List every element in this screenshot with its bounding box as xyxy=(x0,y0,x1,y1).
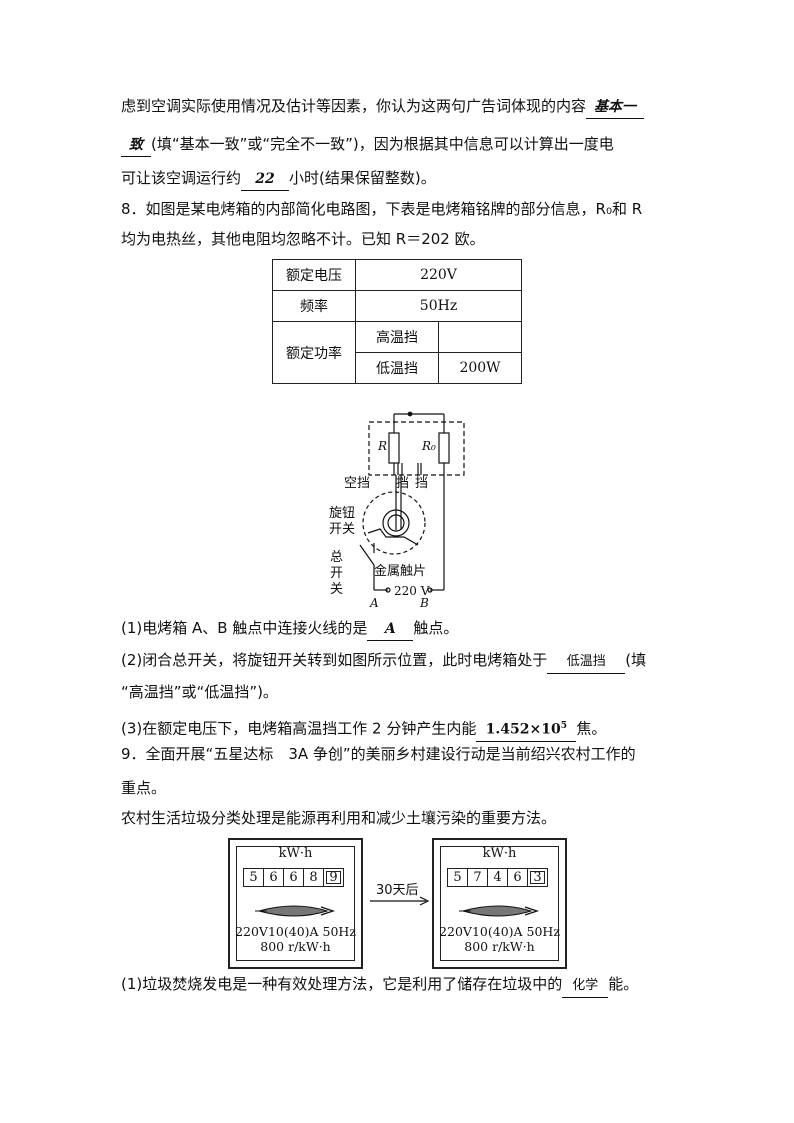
rated-power-label: 额定功率 xyxy=(272,321,356,384)
q8-intro2: 均为电热丝，其他电阻均忽略不计。已知 R＝202 欧。 xyxy=(121,230,485,248)
label-knob-1: 旋钮 xyxy=(329,506,355,521)
q8-sub3-answer-exp: 5 xyxy=(560,721,567,731)
q9-sub1: (1)垃圾焚烧发电是一种有效处理方法，它是利用了储存在垃圾中的化学能。 xyxy=(121,973,638,998)
q9-intro1: 9．全面开展“五星达标 3A 争创”的美丽乡村建设行动是当前绍兴农村工作的 xyxy=(121,745,636,763)
high-gear-label: 高温挡 xyxy=(355,321,439,353)
label-empty-gear: 空挡 xyxy=(344,476,370,491)
q8-sub2-text: (2)闭合总开关，将旋钮开关转到如图所示位置，此时电烤箱处于 xyxy=(121,651,548,669)
meter-after-digit: 7 xyxy=(467,868,488,887)
meter-after-spec2: 800 r/kW·h xyxy=(464,939,535,954)
q8-sub3-text: (3)在额定电压下，电烤箱高温挡工作 2 分钟产生内能 xyxy=(121,719,477,738)
meter-after: kW·h 5 7 4 6 3 220V10(40)A 50Hz 800 r/kW… xyxy=(432,838,567,969)
meter-before-digit: 5 xyxy=(243,868,264,887)
meter-before-spec2: 800 r/kW·h xyxy=(260,939,331,954)
q7-answer2: 22 xyxy=(241,168,290,191)
rated-voltage-value: 220V xyxy=(355,259,522,291)
meter-before: kW·h 5 6 6 8 9 220V10(40)A 50Hz 800 r/kW… xyxy=(228,838,363,969)
label-r: R xyxy=(377,439,387,453)
time-arrow-label: 30天后 xyxy=(376,883,419,898)
label-gear-1: 挡 xyxy=(396,476,409,491)
q9-intro2: 重点。 xyxy=(121,779,167,797)
q8-sub2-answer: 低温挡 xyxy=(547,651,626,674)
q7-line1: 虑到空调实际使用情况及估计等因素，你认为这两句广告词体现的内容基本一 xyxy=(121,95,645,119)
resistor-box-dashed xyxy=(368,421,465,476)
label-voltage: 220 V xyxy=(394,584,430,598)
high-gear-value xyxy=(438,321,522,353)
terminal-b xyxy=(427,587,433,593)
frequency-value: 50Hz xyxy=(355,290,522,322)
arrow-right-icon xyxy=(370,896,430,906)
q7-text4: 小时(结果保留整数)。 xyxy=(289,169,436,187)
meter-after-digit: 5 xyxy=(447,868,468,887)
meter-before-digit: 6 xyxy=(283,868,304,887)
knob-dashed-circle xyxy=(362,491,426,555)
low-gear-label: 低温挡 xyxy=(355,352,439,384)
meter-after-spec1: 220V10(40)A 50Hz xyxy=(439,924,560,939)
q8-sub1-answer: A xyxy=(367,618,414,641)
q9-intro3: 农村生活垃圾分类处理是能源再利用和减少土壤污染的重要方法。 xyxy=(121,809,557,827)
nameplate-table: 额定电压 220V 频率 50Hz 额定功率 高温挡 低温挡 200W xyxy=(272,259,522,384)
label-knob-2: 开关 xyxy=(329,522,355,537)
resistor-r0 xyxy=(438,432,450,464)
meter-disc-icon xyxy=(459,905,540,917)
q9-sub1-text: (1)垃圾焚烧发电是一种有效处理方法，它是利用了储存在垃圾中的 xyxy=(121,975,563,993)
label-gear-2: 挡 xyxy=(415,476,428,491)
meter-after-digit: 3 xyxy=(527,868,548,887)
q7-line2: 致(填“基本一致”或“完全不一致”)，因为根据其中信息可以计算出一度电 xyxy=(121,133,614,157)
label-main-3: 关 xyxy=(330,582,343,597)
q8-sub2-post: (填 xyxy=(625,651,647,669)
q7-answer1a: 基本一 xyxy=(586,96,645,119)
meter-before-spec1: 220V10(40)A 50Hz xyxy=(235,924,356,939)
q8-intro1: 8．如图是某电烤箱的内部简化电路图，下表是电烤箱铭牌的部分信息，R₀和 R xyxy=(121,200,643,218)
low-gear-value: 200W xyxy=(438,352,522,384)
label-r0: R₀ xyxy=(421,439,436,453)
meter-before-digit: 8 xyxy=(303,868,324,887)
q7-text3: 可让该空调运行约 xyxy=(121,169,242,187)
meter-disc-icon xyxy=(255,905,336,917)
terminal-a xyxy=(385,587,391,593)
q8-sub1-text: (1)电烤箱 A、B 触点中连接火线的是 xyxy=(121,619,368,637)
q8-sub3-answer-base: 1.452×10 xyxy=(485,721,561,738)
q9-sub1-answer: 化学 xyxy=(562,975,609,998)
label-main-1: 总 xyxy=(330,550,343,565)
meter-before-digit: 6 xyxy=(263,868,284,887)
meter-after-unit: kW·h xyxy=(482,846,517,861)
meter-before-unit: kW·h xyxy=(278,846,313,861)
meter-after-digit: 6 xyxy=(507,868,528,887)
q7-answer1b: 致 xyxy=(121,134,151,157)
q7-text2: (填“基本一致”或“完全不一致”)，因为根据其中信息可以计算出一度电 xyxy=(151,135,614,153)
meter-after-digits: 5 7 4 6 3 xyxy=(447,868,548,887)
time-arrow: 30天后 xyxy=(368,875,430,915)
q8-sub2: (2)闭合总开关，将旋钮开关转到如图所示位置，此时电烤箱处于低温挡(填 xyxy=(121,649,646,674)
frequency-label: 频率 xyxy=(272,290,356,322)
q8-sub2-line2: “高温挡”或“低温挡”)。 xyxy=(121,683,278,701)
q8-sub3-answer: 1.452×105 xyxy=(476,715,577,742)
q9-sub1-post: 能。 xyxy=(608,975,639,993)
resistor-r xyxy=(388,432,400,464)
rated-voltage-label: 额定电压 xyxy=(272,259,356,291)
label-b: B xyxy=(419,596,429,610)
label-a: A xyxy=(369,596,379,610)
meter-before-digit: 9 xyxy=(323,868,344,887)
meter-after-digit: 4 xyxy=(487,868,508,887)
meter-before-digits: 5 6 6 8 9 xyxy=(243,868,344,887)
q8-sub1-post: 触点。 xyxy=(413,619,459,637)
label-main-2: 开 xyxy=(330,566,343,581)
q8-sub3-post: 焦。 xyxy=(576,719,607,738)
label-contact: 金属触片 xyxy=(374,563,426,579)
circuit-diagram: R R₀ 220 V A B 空挡 挡 挡 旋钮 开关 总 开 关 金属触片 xyxy=(329,411,465,610)
knob-ring xyxy=(382,509,410,537)
q7-text1: 虑到空调实际使用情况及估计等因素，你认为这两句广告词体现的内容 xyxy=(121,97,587,115)
